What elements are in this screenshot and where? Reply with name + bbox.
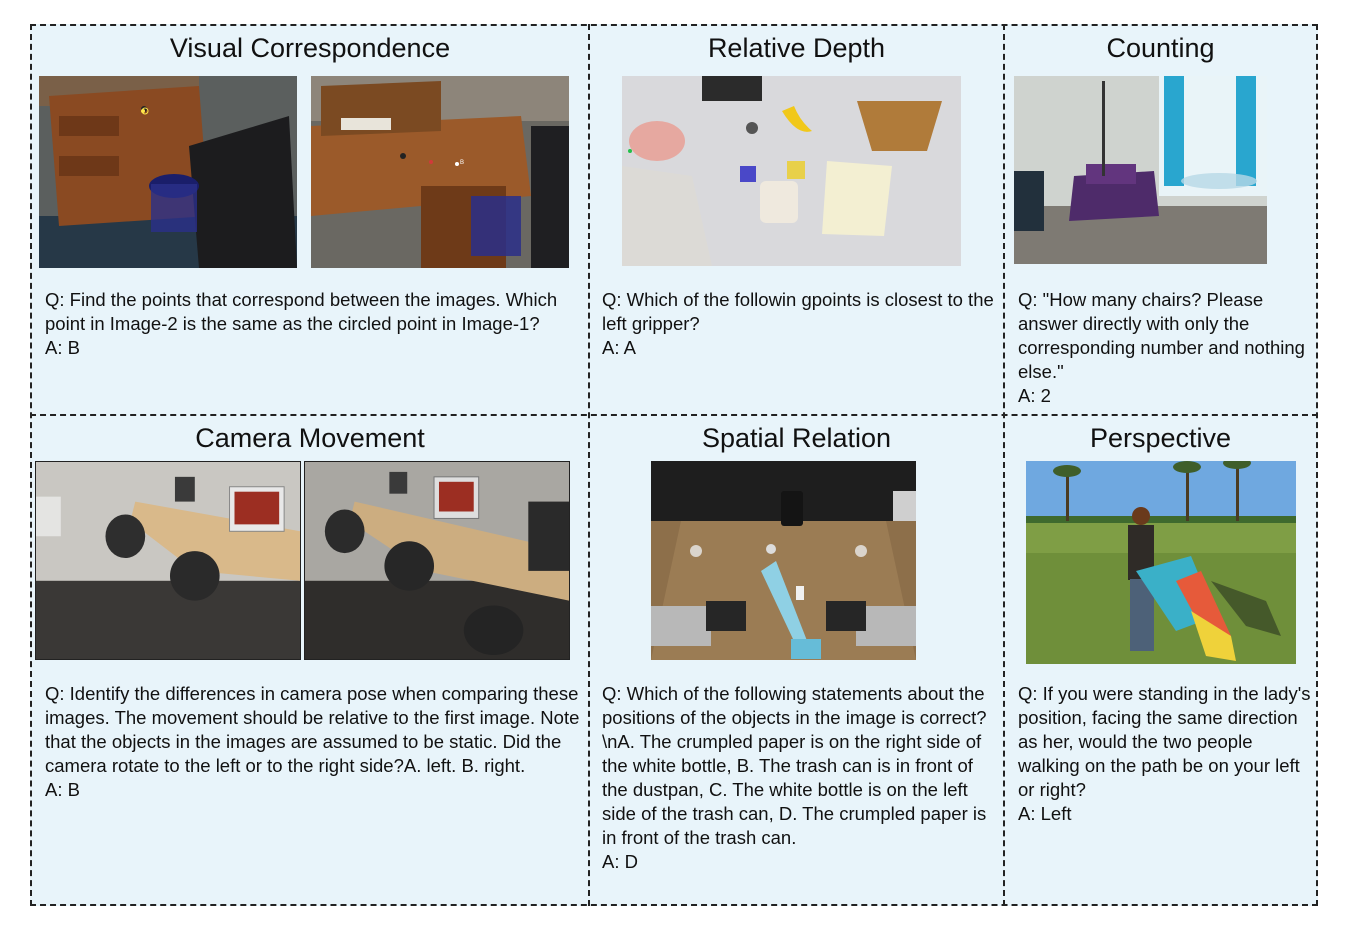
living-room-image <box>1014 76 1267 264</box>
question-text: Q: Identify the differences in camera po… <box>45 683 580 776</box>
question-text: Q: If you were standing in the lady's po… <box>1018 683 1311 800</box>
image-2: B <box>311 76 569 268</box>
answer-text: A: A <box>602 337 636 358</box>
divider <box>1003 24 1005 906</box>
qa-block: Q: "How many chairs? Please answer direc… <box>1018 288 1313 408</box>
qa-block: Q: Identify the differences in camera po… <box>45 682 580 802</box>
panel-title: Camera Movement <box>195 423 425 453</box>
panel-title: Counting <box>1106 33 1215 63</box>
question-text: Q: Find the points that correspond betwe… <box>45 289 558 334</box>
robot-scene-image <box>651 461 916 660</box>
panel-title: Perspective <box>1089 423 1232 453</box>
answer-text: A: B <box>45 779 80 800</box>
park-image <box>1026 461 1296 664</box>
qa-block: Q: Which of the followin gpoints is clos… <box>602 288 997 360</box>
answer-text: A: Left <box>1018 803 1072 824</box>
question-text: Q: Which of the following statements abo… <box>602 683 987 848</box>
qa-block: Q: Which of the following statements abo… <box>602 682 997 874</box>
divider <box>588 24 590 906</box>
image-1 <box>39 76 297 268</box>
panel-title: Visual Correspondence <box>169 33 451 63</box>
answer-text: A: B <box>45 337 80 358</box>
panel-title: Relative Depth <box>707 33 886 63</box>
tabletop-image <box>622 76 961 266</box>
qa-block: Q: Find the points that correspond betwe… <box>45 288 580 360</box>
panel-title: Spatial Relation <box>701 423 892 453</box>
answer-text: A: D <box>602 851 638 872</box>
office-image-1 <box>35 461 301 660</box>
question-text: Q: Which of the followin gpoints is clos… <box>602 289 994 334</box>
question-text: Q: "How many chairs? Please answer direc… <box>1018 289 1305 382</box>
office-image-2 <box>304 461 570 660</box>
point-label: B <box>460 160 464 166</box>
answer-text: A: 2 <box>1018 385 1051 406</box>
qa-block: Q: If you were standing in the lady's po… <box>1018 682 1313 826</box>
divider <box>30 414 1318 416</box>
